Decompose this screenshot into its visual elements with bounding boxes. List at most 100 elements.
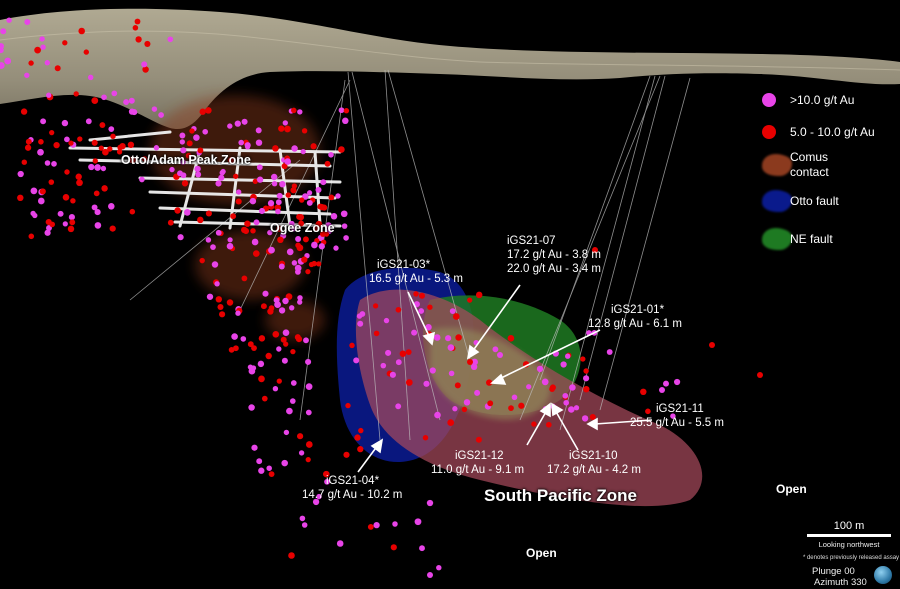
intercept-igs21-03: iGS21-03* 16.5 g/t Au - 5.3 m (369, 258, 463, 286)
intercept-hole-id: iGS21-07 (507, 235, 556, 247)
assay-point (68, 140, 74, 146)
assay-point (108, 126, 115, 132)
assay-point (235, 198, 242, 205)
assay-point (111, 90, 118, 97)
assay-point (299, 197, 305, 203)
assay-point (511, 394, 518, 401)
assay-point (358, 427, 364, 434)
assay-point (37, 148, 44, 156)
assay-point (48, 179, 55, 185)
assay-point (227, 123, 233, 129)
assay-point (385, 349, 392, 356)
assay-point (141, 156, 148, 162)
assay-point (206, 293, 214, 300)
assay-point (333, 245, 339, 251)
assay-point (560, 361, 567, 368)
assay-point (4, 57, 12, 65)
assay-point (272, 330, 280, 338)
azimuth-value: Azimuth 330 (814, 577, 867, 588)
assay-point (305, 441, 313, 448)
assay-point (177, 234, 184, 241)
assay-point (295, 336, 303, 343)
legend-label: >10.0 g/t Au (790, 93, 855, 107)
assay-point (241, 275, 248, 282)
assay-point (288, 552, 295, 559)
plunge-value: Plunge 00 (812, 566, 855, 577)
assay-point (380, 362, 387, 369)
assay-point (54, 65, 61, 72)
assay-point (454, 382, 461, 389)
ogee-zone-label: Ogee Zone (270, 221, 335, 235)
assay-point (91, 139, 98, 146)
intercept-grade: 16.5 g/t Au - 5.3 m (369, 273, 463, 285)
assay-point (227, 237, 233, 243)
assay-point (423, 380, 430, 387)
assay-point (291, 107, 297, 114)
assay-point (169, 166, 175, 173)
assay-point (181, 180, 189, 187)
intercept-igs21-10: iGS21-10 17.2 g/t Au - 4.2 m (547, 449, 641, 477)
assay-point (343, 235, 349, 241)
assay-point (179, 132, 186, 139)
assay-point (129, 156, 136, 164)
topography-surface (0, 8, 900, 130)
assay-point (359, 311, 366, 317)
assay-point (276, 225, 283, 233)
assay-point (135, 36, 142, 43)
assay-point (267, 200, 275, 207)
assay-point (475, 291, 483, 299)
assay-point (256, 176, 264, 183)
assay-point (467, 297, 473, 303)
assay-point (250, 228, 256, 234)
intercept-igs21-11: iGS21-11 25.5 g/t Au - 5.5 m (630, 402, 724, 430)
assay-point (285, 293, 293, 300)
assay-point (427, 304, 433, 310)
assay-point (88, 163, 95, 171)
assay-point (252, 250, 260, 257)
assay-point (345, 402, 351, 409)
assay-point (279, 180, 286, 188)
assay-point (413, 291, 419, 297)
assay-point (411, 329, 418, 336)
assay-point (310, 143, 317, 150)
assay-point (218, 174, 225, 181)
assay-point (290, 348, 296, 355)
assay-point (230, 213, 237, 220)
intercept-hole-id: iGS21-01* (611, 304, 665, 316)
assay-point (434, 411, 441, 419)
assay-point (316, 493, 322, 500)
assay-point (268, 246, 275, 254)
assay-point (426, 499, 434, 507)
assay-point (298, 450, 305, 456)
assay-point (128, 108, 136, 115)
assay-point (471, 358, 478, 366)
assay-point (709, 342, 715, 348)
assay-point (422, 434, 429, 441)
assay-point (283, 341, 289, 347)
assay-point (87, 74, 94, 81)
assay-point (486, 379, 493, 386)
assay-point (330, 213, 338, 220)
assay-point (62, 194, 70, 201)
assay-point (91, 204, 98, 211)
assay-point (291, 145, 298, 152)
assay-point (536, 365, 544, 373)
assay-point (28, 60, 34, 66)
legend-label: Comus contact (790, 150, 829, 179)
assay-point (297, 299, 303, 305)
blue-blob-icon (762, 190, 792, 212)
legend-label: NE fault (790, 232, 833, 246)
assay-point (272, 145, 279, 152)
assay-point (68, 214, 75, 221)
assay-point (305, 456, 311, 463)
assay-note: * denotes previously released assay (802, 555, 900, 561)
assay-point (24, 19, 31, 25)
assay-point (283, 429, 290, 436)
assay-point (107, 146, 113, 152)
intercept-hole-id: iGS21-04* (326, 475, 380, 487)
intercept-igs21-01: iGS21-01* 12.8 g/t Au - 6.1 m (588, 303, 682, 331)
assay-point (562, 392, 569, 399)
assay-point (40, 118, 47, 125)
assay-point (357, 445, 364, 453)
assay-point (271, 181, 278, 187)
